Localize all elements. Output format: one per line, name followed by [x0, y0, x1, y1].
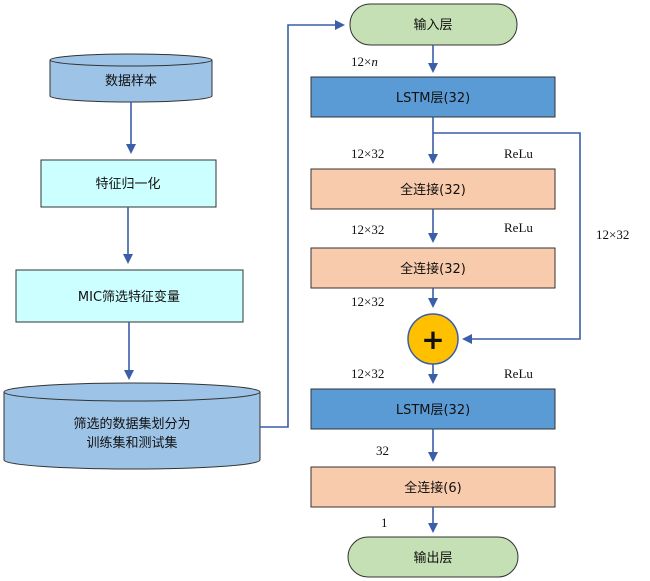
- dataset-split-label-line2: 训练集和测试集: [86, 435, 177, 451]
- output-layer-label: 输出层: [413, 550, 452, 566]
- output-layer-node: 输出层: [347, 536, 519, 578]
- lstm1-label: LSTM层(32): [396, 91, 470, 106]
- lstm2-label: LSTM层(32): [396, 403, 470, 418]
- arrow-dataset-to-input: [260, 20, 345, 428]
- dim-label-skip: 12×32: [596, 227, 629, 242]
- normalize-node: 特征归一化: [40, 159, 217, 208]
- dim-label-fc3-out: 1: [381, 515, 388, 530]
- lstm2-node: LSTM层(32): [310, 388, 556, 430]
- fc3-label: 全连接(6): [404, 480, 461, 496]
- data-sample-node: 数据样本: [49, 53, 213, 103]
- input-layer-label: 输入层: [413, 17, 452, 33]
- lstm1-node: LSTM层(32): [310, 76, 556, 118]
- dim-label-input: 12×n: [351, 54, 378, 69]
- fc2-node: 全连接(32): [310, 247, 556, 289]
- mic-select-label: MIC筛选特征变量: [78, 289, 180, 305]
- dim-label-lstm2-out: 32: [376, 443, 389, 458]
- fc1-label: 全连接(32): [400, 182, 466, 198]
- fc2-label: 全连接(32): [400, 261, 466, 277]
- fc3-node: 全连接(6): [310, 466, 556, 508]
- dataset-split-label-line1: 筛选的数据集划分为: [73, 416, 190, 432]
- mic-select-node: MIC筛选特征变量: [15, 269, 244, 323]
- add-icon: +: [421, 323, 444, 356]
- activation-label-lstm2: ReLu: [504, 366, 533, 381]
- fc1-node: 全连接(32): [310, 168, 556, 210]
- dim-label-add-out: 12×32: [351, 366, 384, 381]
- dim-label-fc1-out: 12×32: [351, 222, 384, 237]
- arrow-skip-connection: [433, 132, 581, 344]
- activation-label-fc1: ReLu: [504, 146, 533, 161]
- normalize-label: 特征归一化: [95, 177, 160, 192]
- data-sample-label: 数据样本: [105, 74, 157, 89]
- dataset-split-node: 筛选的数据集划分为 训练集和测试集: [3, 382, 261, 470]
- input-layer-node: 输入层: [349, 3, 518, 46]
- dim-label-fc2-out: 12×32: [351, 294, 384, 309]
- dim-label-lstm1-out: 12×32: [351, 146, 384, 161]
- activation-label-fc2: ReLu: [504, 220, 533, 235]
- add-node: +: [407, 313, 459, 365]
